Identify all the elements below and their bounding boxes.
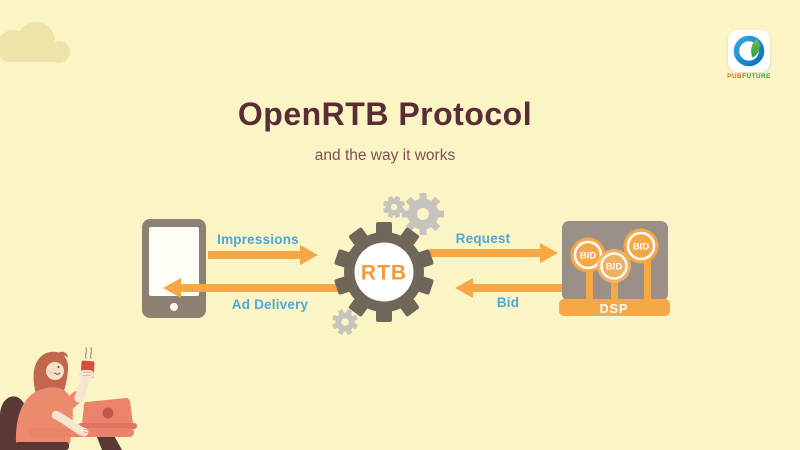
dsp-label: DSP xyxy=(600,302,629,316)
bid-label: Bid xyxy=(496,295,520,310)
pubfuture-wordmark: PUBFUTURE xyxy=(727,73,771,80)
request-arrow-icon xyxy=(430,243,558,263)
request-label: Request xyxy=(455,231,511,246)
tablet-home-button-icon xyxy=(170,303,178,311)
pubfuture-logo xyxy=(728,30,770,72)
small-gear-top-right-icon xyxy=(402,193,444,235)
ad-delivery-arrow-icon xyxy=(163,278,340,298)
bid-ball-label: BID xyxy=(633,242,650,253)
bid-arrow-icon xyxy=(455,278,564,298)
rtb-gear-icon: RTB xyxy=(334,222,434,322)
dsp-bar xyxy=(559,299,670,316)
flow-arrows xyxy=(163,243,564,298)
ad-delivery-label: Ad Delivery xyxy=(231,297,309,312)
publisher-device xyxy=(142,219,206,318)
impressions-arrow-icon xyxy=(208,245,318,265)
small-gear-bottom-icon xyxy=(332,309,358,335)
wordmark-future: FUTURE xyxy=(742,73,771,80)
bid-ball-middle: BID xyxy=(597,249,631,283)
wordmark-pub: PUB xyxy=(727,73,743,80)
cloud-shape xyxy=(0,22,70,63)
bid-ball-right: BID xyxy=(623,228,659,264)
small-gear-top-left-icon xyxy=(383,196,405,218)
dsp-box: BID BID BID DSP xyxy=(559,221,670,316)
bid-ball-left: BID xyxy=(570,237,606,273)
page-subtitle: and the way it works xyxy=(314,147,456,164)
pubfuture-logo-icon xyxy=(733,35,765,67)
tablet-screen xyxy=(149,227,199,296)
bid-ball-label: BID xyxy=(606,262,623,273)
rtb-label: RTB xyxy=(361,262,407,285)
person-laptop-illustration xyxy=(0,347,137,450)
page-title: OpenRTB Protocol xyxy=(237,96,533,132)
bid-ball-label: BID xyxy=(580,251,597,262)
impressions-label: Impressions xyxy=(217,232,299,247)
